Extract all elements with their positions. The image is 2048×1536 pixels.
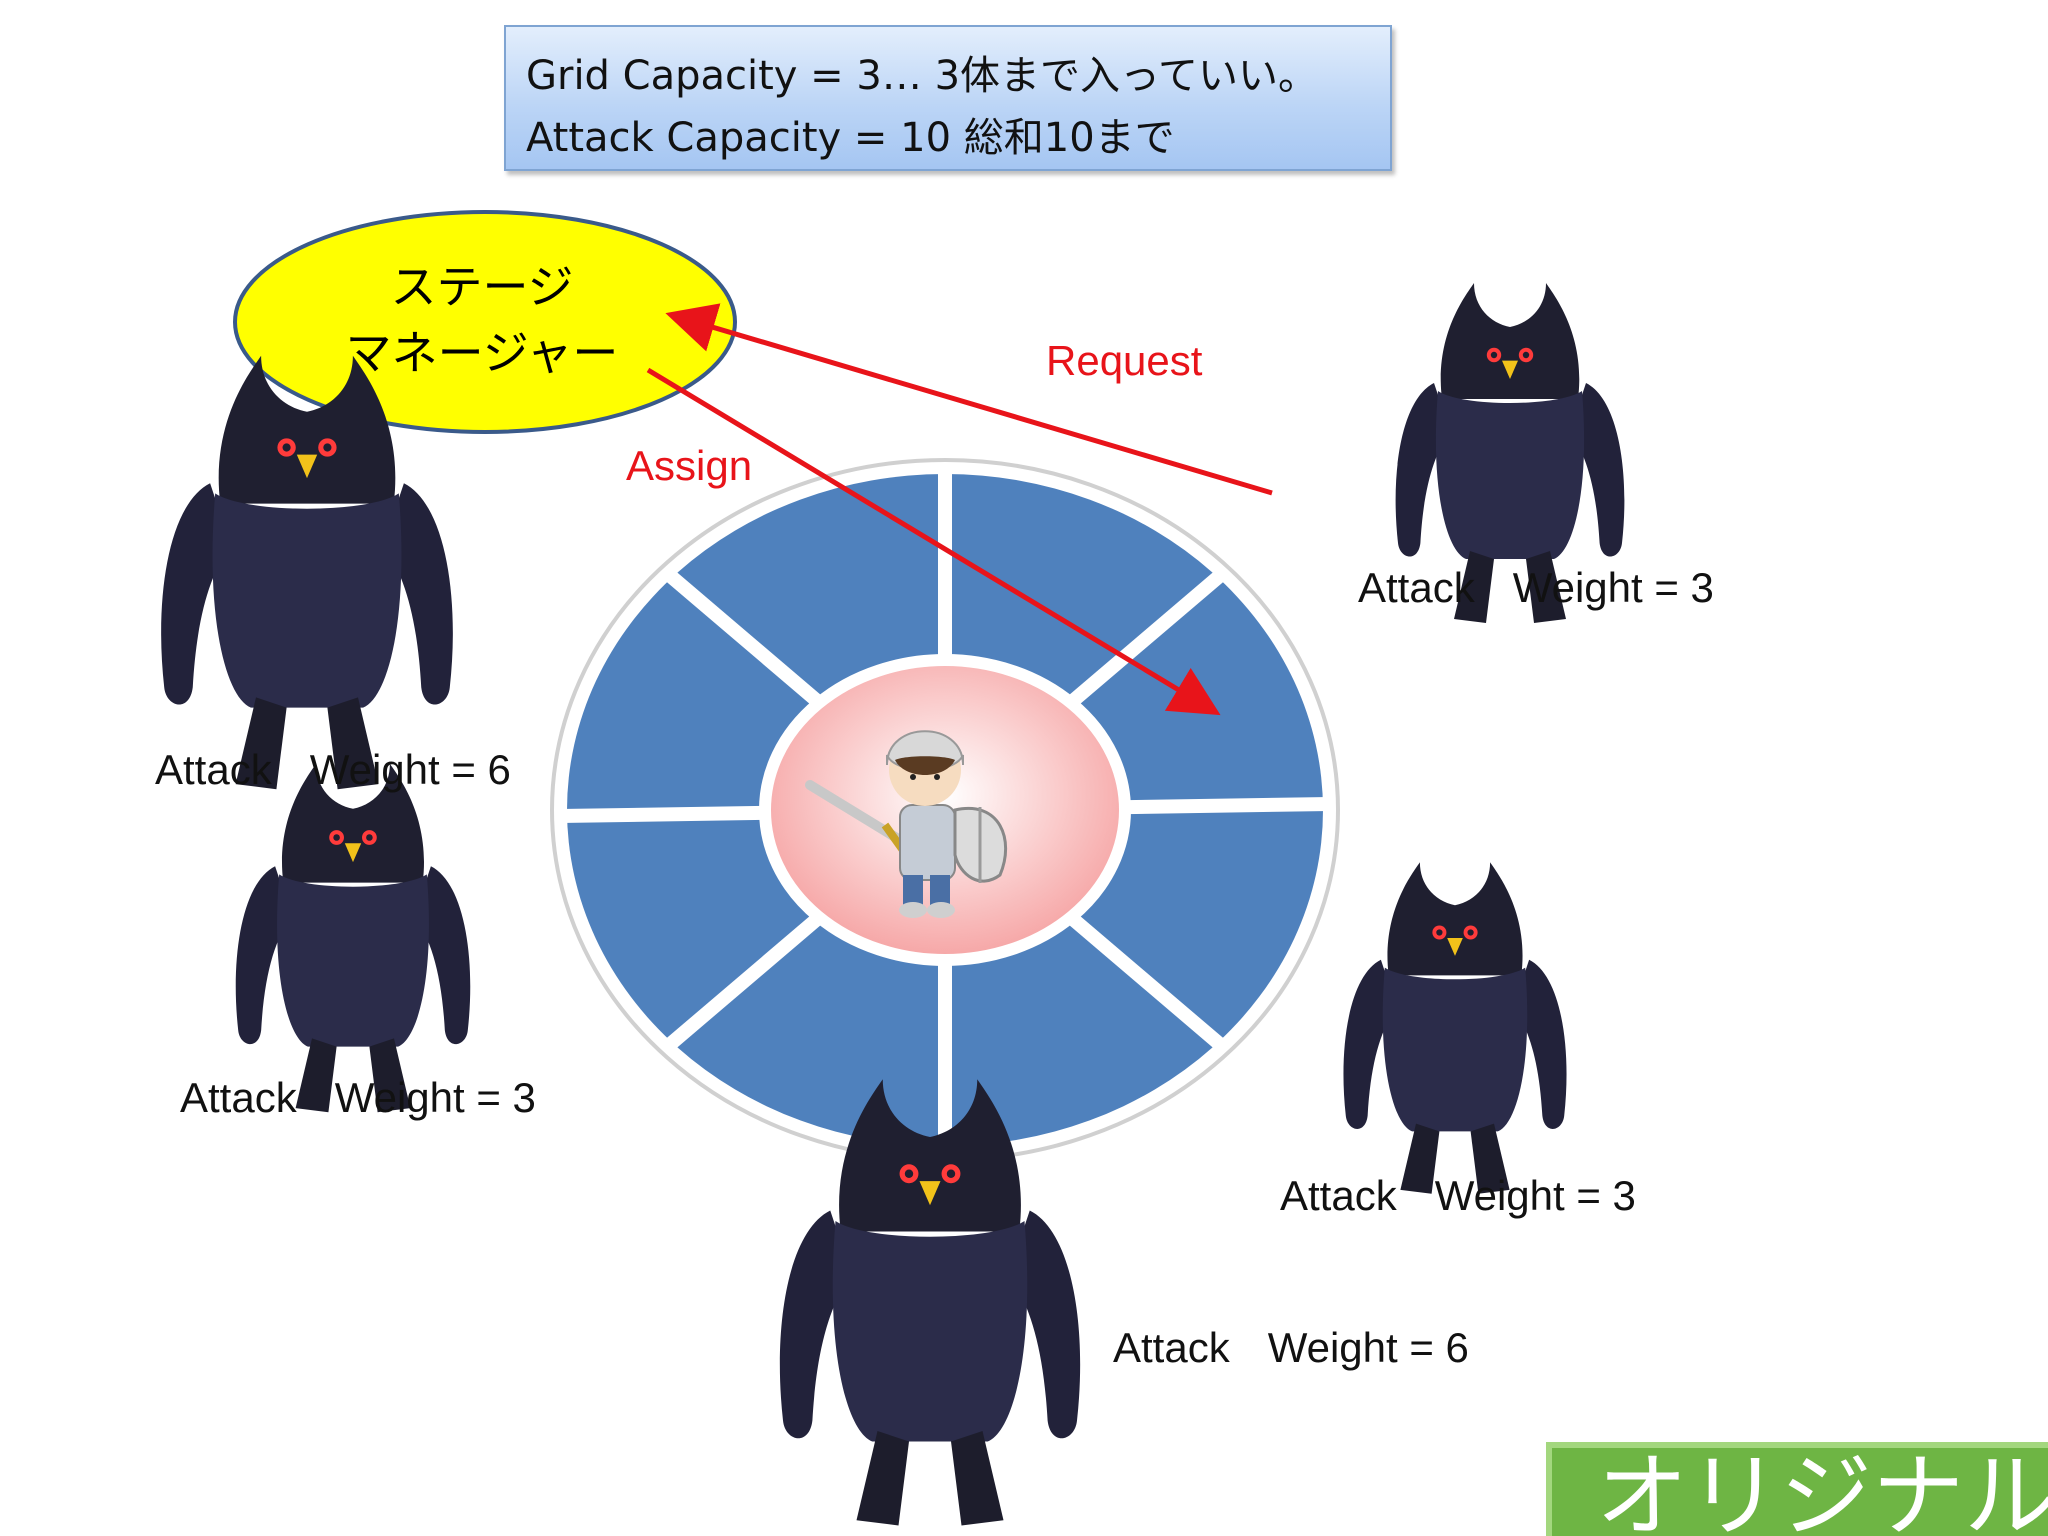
assign-label: Assign [626,442,753,489]
request-label: Request [1046,337,1203,384]
attack-capacity-text: Attack Capacity = 10 総和10まで [526,115,1175,161]
grid-capacity-text: Grid Capacity = 3… 3体まで入っていい。 [526,53,1319,99]
original-badge: オリジナル [1546,1442,2048,1536]
request-arrow [665,303,1273,496]
capacity-info-box: Grid Capacity = 3… 3体まで入っていい。 Attack Cap… [504,25,1392,171]
assign-arrow [646,367,1221,716]
monster-icon [1343,862,1567,1194]
original-badge-text: オリジナル [1596,1443,2048,1536]
stage-manager-line2: マネージャー [345,326,619,380]
stage-manager-line1: ステージ [390,260,574,314]
stage-manager-label: ステージ マネージャー [232,254,732,386]
knight-icon [805,730,1008,918]
monster-icon [235,763,471,1113]
